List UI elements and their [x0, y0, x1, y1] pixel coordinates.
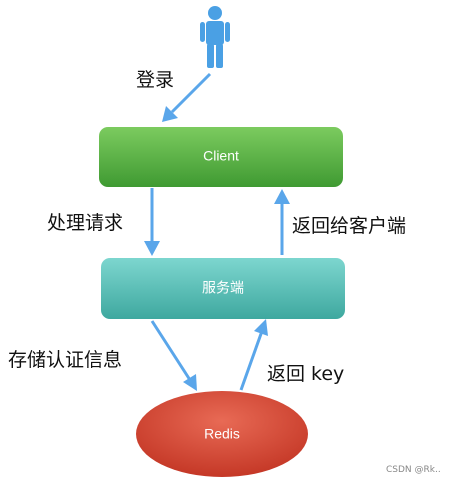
- person-icon: [200, 6, 230, 68]
- arrow-return-to-client: [274, 189, 290, 255]
- server-label: 服务端: [202, 280, 244, 296]
- arrow-process-request: [144, 188, 160, 256]
- redis-label: Redis: [204, 426, 240, 442]
- edge-label-process-request: 处理请求: [47, 212, 123, 234]
- redis-node: Redis: [136, 391, 308, 477]
- arrow-return-key: [239, 319, 268, 391]
- server-node: 服务端: [101, 258, 345, 319]
- edge-label-return-key: 返回 key: [267, 363, 344, 385]
- edge-label-login: 登录: [136, 69, 174, 91]
- client-node: Client: [99, 127, 343, 187]
- arrow-store-auth: [150, 320, 197, 391]
- edge-label-store-auth: 存储认证信息: [8, 349, 122, 371]
- edge-label-return-to-client: 返回给客户端: [292, 215, 406, 237]
- client-label: Client: [203, 148, 239, 164]
- watermark: CSDN @Rk..: [386, 465, 441, 475]
- arrow-login: [162, 72, 212, 122]
